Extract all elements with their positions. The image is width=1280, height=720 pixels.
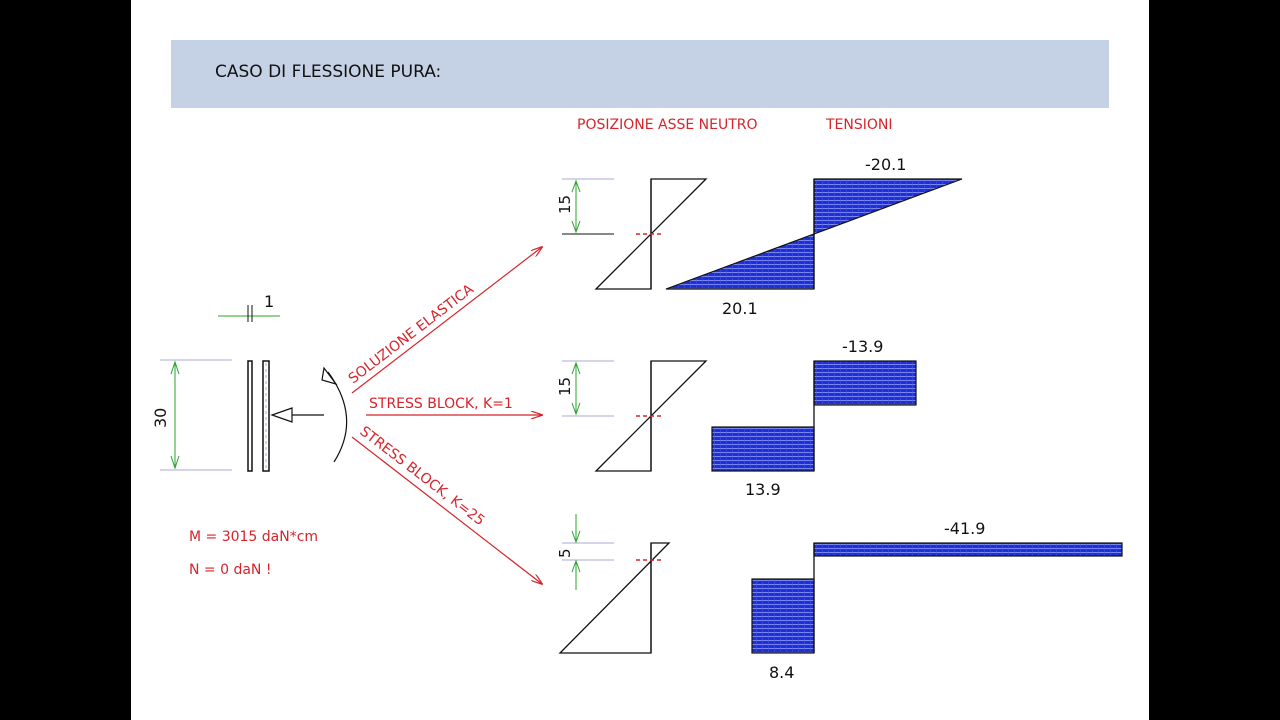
moment-label: M = 3015 daN*cm: [189, 529, 318, 545]
case-2-neutral-axis: [562, 360, 708, 472]
method-label-k25: STRESS BLOCK, K=25: [357, 423, 488, 529]
case-3-stress-top: -41.9: [944, 519, 985, 538]
method-arrows: [351, 247, 542, 584]
method-label-k1: STRESS BLOCK, K=1: [369, 396, 513, 412]
case-1-stress-diagram: [665, 178, 963, 290]
height-label: 30: [151, 408, 170, 428]
case-1-stress-bottom: 20.1: [722, 299, 758, 318]
slide-background: [131, 0, 1149, 720]
header-stresses: TENSIONI: [825, 117, 893, 133]
title-band: [171, 40, 1109, 108]
case-2-stress-top: -13.9: [842, 337, 883, 356]
case-2-stress-bottom: 13.9: [745, 480, 781, 499]
case-2-stress-diagram: [711, 360, 917, 472]
case-1-stress-top: -20.1: [865, 155, 906, 174]
case-1-axis-dim: 15: [556, 195, 574, 214]
thickness-label: 1: [264, 292, 274, 311]
case-3-axis-dim: 5: [556, 548, 574, 558]
case-3-stress-diagram: [751, 542, 1123, 654]
case-3-neutral-axis: [558, 514, 671, 654]
header-neutral-axis: POSIZIONE ASSE NEUTRO: [577, 117, 758, 133]
method-label-elastic: SOLUZIONE ELASTICA: [346, 281, 477, 387]
slide-title: CASO DI FLESSIONE PURA:: [215, 62, 442, 82]
cross-section: [160, 305, 348, 472]
axial-label: N = 0 daN !: [189, 562, 271, 578]
case-2-axis-dim: 15: [556, 377, 574, 396]
case-1-neutral-axis: [562, 178, 708, 290]
case-3-stress-bottom: 8.4: [769, 663, 794, 682]
